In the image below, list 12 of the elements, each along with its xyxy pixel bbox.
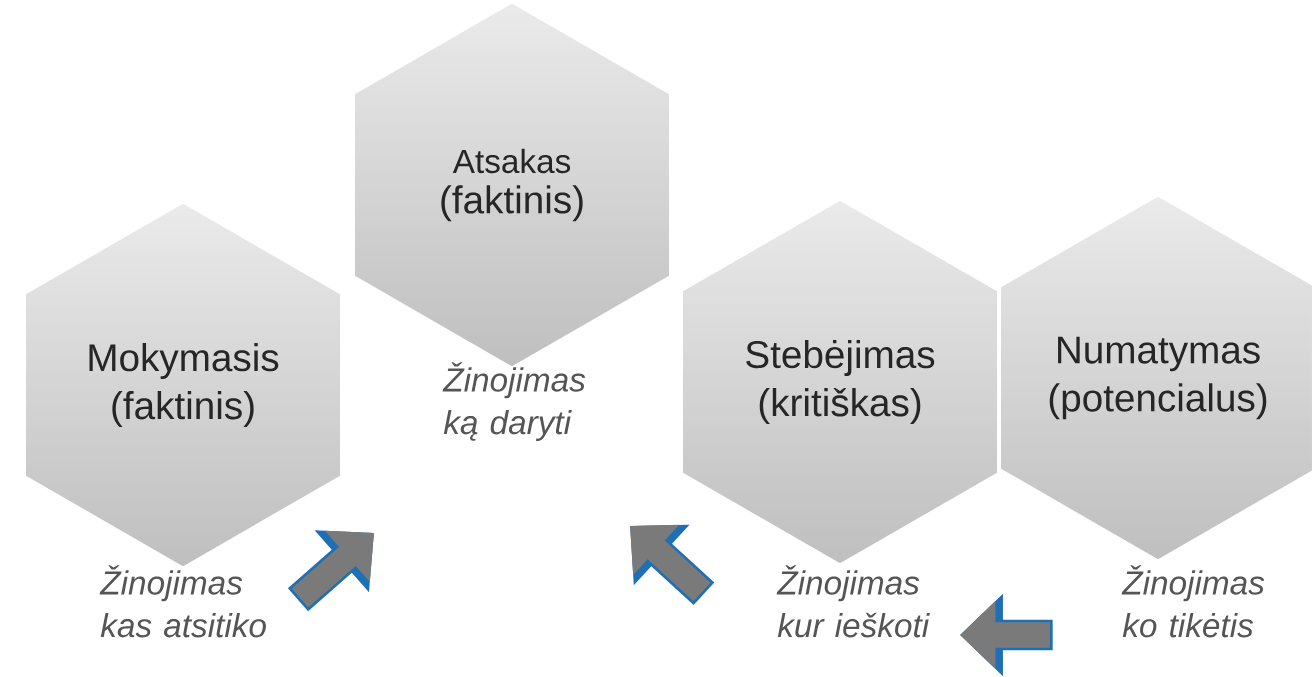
hexagon-subtitle: (kritiškas): [759, 387, 921, 425]
hexagon-subtitle: (potencialus): [1049, 383, 1267, 420]
caption-text: Žinojimas kas atsitiko: [99, 565, 266, 638]
hexagon-heading: Atsakas: [452, 148, 571, 174]
caption-text: Žinojimas ką daryti: [442, 362, 586, 441]
hexagon-heading: Mokymasis: [89, 342, 279, 379]
caption-text: Žinojimas kur ieškoti: [776, 565, 930, 638]
caption-text: Žinojimas ko tikėtis: [1121, 565, 1265, 638]
hexagon-subtitle: (faktinis): [112, 391, 254, 428]
hexagon-subtitle: (faktinis): [441, 185, 583, 222]
hexagon-heading: Numatymas: [1058, 336, 1260, 372]
hexagon-heading: Stebėjimas: [746, 339, 935, 376]
